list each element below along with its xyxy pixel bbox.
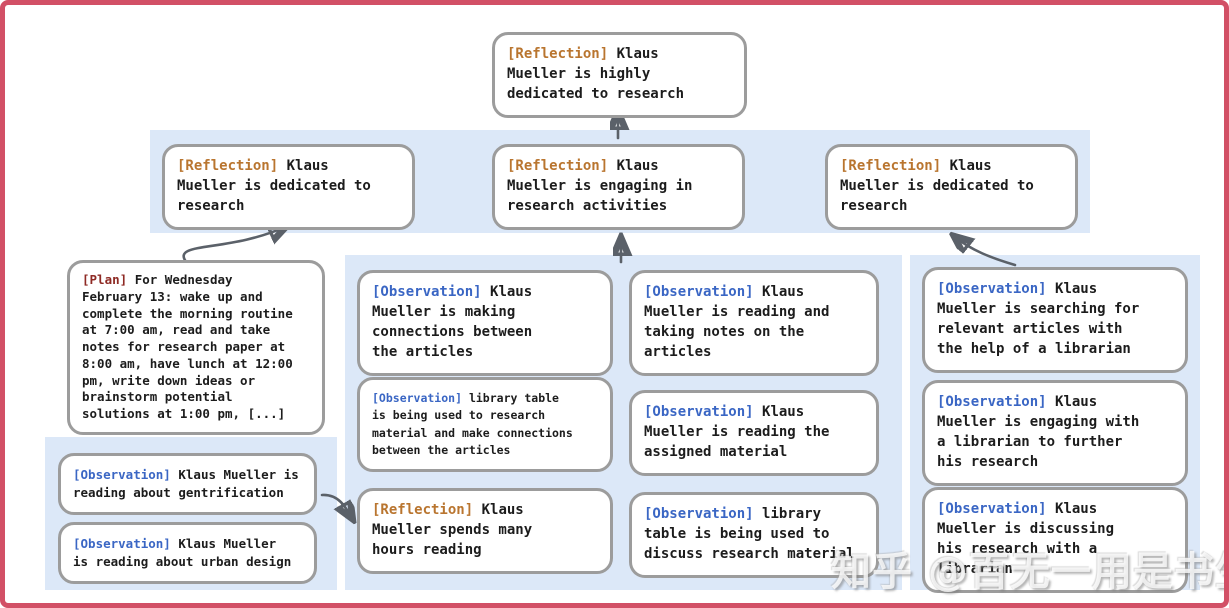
node-text: Klaus Mueller is discussing his research… xyxy=(937,501,1115,577)
reflection-tag: [Reflection] xyxy=(507,46,609,62)
node-observation-library-table-discuss: [Observation] library table is being use… xyxy=(629,492,879,578)
node-text: Klaus Mueller is reading and taking note… xyxy=(644,284,830,360)
observation-tag: [Observation] xyxy=(644,506,754,522)
observation-tag: [Observation] xyxy=(372,284,482,300)
node-text: Klaus Mueller is making connections betw… xyxy=(372,284,533,360)
node-observation-assigned-material: [Observation] Klaus Mueller is reading t… xyxy=(629,390,879,476)
node-reflection-hours-reading: [Reflection] Klaus Mueller spends many h… xyxy=(357,488,613,574)
node-observation-gentrification: [Observation] Klaus Mueller is reading a… xyxy=(58,453,317,516)
observation-tag: [Observation] xyxy=(937,501,1047,517)
plan-tag: [Plan] xyxy=(82,272,128,287)
node-text: Klaus Mueller is highly dedicated to res… xyxy=(507,46,685,102)
node-text: For Wednesday February 13: wake up and c… xyxy=(82,272,293,421)
node-reflection-1: [Reflection] Klaus Mueller is dedicated … xyxy=(162,144,415,230)
node-observation-discussing-librarian: [Observation] Klaus Mueller is discussin… xyxy=(922,487,1188,593)
node-observation-engaging-librarian: [Observation] Klaus Mueller is engaging … xyxy=(922,380,1188,486)
reflection-tag: [Reflection] xyxy=(177,158,279,174)
node-text: Klaus Mueller is searching for relevant … xyxy=(937,281,1140,357)
observation-tag: [Observation] xyxy=(937,394,1047,410)
reflection-tag: [Reflection] xyxy=(840,158,942,174)
node-observation-library-table-research: [Observation] library table is being use… xyxy=(357,377,613,472)
node-text: library table is being used to research … xyxy=(372,391,573,457)
observation-tag: [Observation] xyxy=(644,404,754,420)
node-observation-connections: [Observation] Klaus Mueller is making co… xyxy=(357,270,613,376)
node-reflection-root: [Reflection] Klaus Mueller is highly ded… xyxy=(492,32,747,118)
node-text: Klaus Mueller spends many hours reading xyxy=(372,502,533,558)
node-text: Klaus Mueller is reading the assigned ma… xyxy=(644,404,830,460)
node-reflection-3: [Reflection] Klaus Mueller is dedicated … xyxy=(825,144,1078,230)
node-observation-taking-notes: [Observation] Klaus Mueller is reading a… xyxy=(629,270,879,376)
node-reflection-2: [Reflection] Klaus Mueller is engaging i… xyxy=(492,144,745,230)
observation-tag: [Observation] xyxy=(372,391,463,405)
node-observation-searching-articles: [Observation] Klaus Mueller is searching… xyxy=(922,267,1188,373)
watermark: 知乎 @百无一用是书生 xyxy=(831,549,1229,595)
observation-tag: [Observation] xyxy=(644,284,754,300)
observation-tag: [Observation] xyxy=(73,467,171,482)
node-text: library table is being used to discuss r… xyxy=(644,506,855,562)
node-text: Klaus Mueller is reading about urban des… xyxy=(73,536,292,570)
node-observation-urban-design: [Observation] Klaus Mueller is reading a… xyxy=(58,522,317,585)
node-text: Klaus Mueller is engaging with a librari… xyxy=(937,394,1140,470)
observation-tag: [Observation] xyxy=(73,536,171,551)
node-text: Klaus Mueller is dedicated to research xyxy=(840,158,1034,214)
node-text: Klaus Mueller is dedicated to research xyxy=(177,158,371,214)
reflection-tag: [Reflection] xyxy=(372,502,474,518)
reflection-tag: [Reflection] xyxy=(507,158,609,174)
node-text: Klaus Mueller is reading about gentrific… xyxy=(73,467,299,501)
observation-tag: [Observation] xyxy=(937,281,1047,297)
node-plan: [Plan] For Wednesday February 13: wake u… xyxy=(67,260,325,435)
node-text: Klaus Mueller is engaging in research ac… xyxy=(507,158,693,214)
